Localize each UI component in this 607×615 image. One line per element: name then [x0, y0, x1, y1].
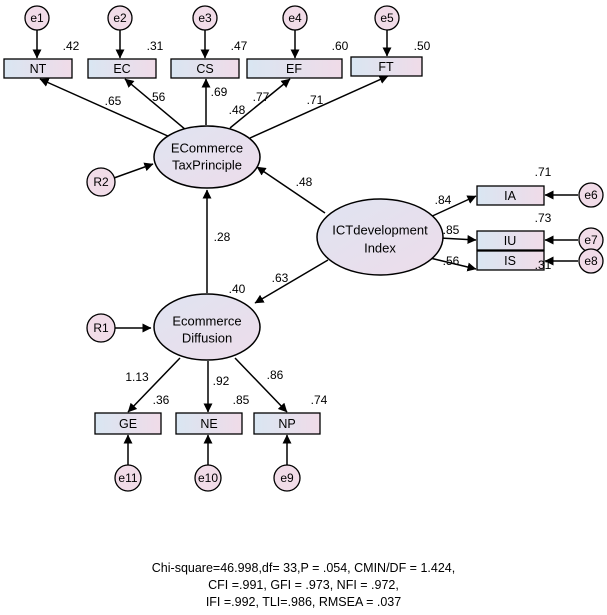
latent-tax-principle — [153, 125, 261, 189]
r2-IS: .31 — [535, 258, 552, 272]
error-label-e10: e10 — [198, 471, 218, 485]
r2-NP: .74 — [311, 393, 328, 407]
coef-tax-FT: .71 — [307, 93, 324, 107]
indicator-label-EC: EC — [113, 62, 130, 76]
error-circle-e6 — [578, 182, 604, 208]
r2-EC: .31 — [147, 39, 164, 53]
r2-IU: .73 — [535, 211, 552, 225]
r2-diff: .40 — [229, 282, 246, 296]
error-label-e3: e3 — [198, 11, 212, 25]
indicator-box-FT — [350, 56, 423, 77]
path-ict-diff — [254, 259, 329, 304]
indicator-label-NT: NT — [30, 62, 47, 76]
error-label-e6: e6 — [584, 188, 598, 202]
path-ict-tax — [256, 166, 326, 214]
error-circle-e10 — [194, 464, 222, 492]
indicator-label-IS: IS — [504, 254, 516, 268]
r2-NE: .85 — [233, 393, 250, 407]
indicator-label-EF: EF — [286, 62, 302, 76]
coef-tax-EC: .56 — [149, 90, 166, 104]
coef-ict-IA: .84 — [435, 193, 452, 207]
coef-diff-NP: .86 — [267, 368, 284, 382]
r2-tax: .48 — [229, 103, 246, 117]
fit-statistics-line-1: Chi-square=46.998,df= 33,P = .054, CMIN/… — [151, 561, 456, 575]
error-label-e5: e5 — [380, 11, 394, 25]
path-tax-FT — [249, 75, 389, 139]
latent-tax-label-line2: TaxPrinciple — [172, 158, 242, 173]
latent-ict-index — [316, 198, 444, 276]
path-diff-GE — [127, 357, 181, 413]
indicator-box-IS — [476, 250, 545, 271]
coef-diff-tax: .28 — [214, 230, 231, 244]
coef-tax-EF: .77 — [253, 90, 270, 104]
indicator-box-EF — [246, 58, 343, 79]
latent-ict-label-line2: Index — [364, 241, 396, 256]
latent-ict-label-line1: ICTdevelopment — [332, 223, 428, 238]
error-label-e1: e1 — [30, 11, 44, 25]
r2-CS: .47 — [231, 39, 248, 53]
residual-circle-R1 — [86, 313, 116, 343]
indicator-label-GE: GE — [119, 417, 137, 431]
path-tax-NT — [39, 78, 171, 138]
indicator-label-NE: NE — [200, 417, 217, 431]
r2-IA: .71 — [535, 165, 552, 179]
indicator-box-GE — [94, 412, 162, 435]
indicator-label-NP: NP — [278, 417, 295, 431]
r2-GE: .36 — [153, 393, 170, 407]
indicator-box-NT — [3, 58, 73, 79]
residual-circle-R2 — [86, 167, 116, 197]
path-R2-tax — [113, 162, 154, 179]
error-label-e8: e8 — [584, 254, 598, 268]
indicator-label-FT: FT — [378, 60, 394, 74]
fit-statistics-line-3: IFI =.992, TLI=.986, RMSEA = .037 — [205, 595, 402, 609]
path-ict-IS — [429, 257, 477, 272]
indicator-box-NE — [175, 412, 243, 435]
coef-ict-diff: .63 — [272, 271, 289, 285]
coef-diff-NE: .92 — [213, 374, 230, 388]
coef-diff-GE: 1.13 — [125, 370, 149, 384]
latent-diffusion — [153, 293, 261, 361]
r2-FT: .50 — [414, 39, 431, 53]
indicator-box-CS — [170, 58, 240, 79]
path-tax-EC — [124, 78, 187, 131]
error-circle-e2 — [107, 5, 133, 31]
indicator-box-IU — [476, 230, 545, 251]
error-circle-e3 — [192, 5, 218, 31]
error-label-e9: e9 — [280, 471, 294, 485]
error-circle-e5 — [374, 5, 400, 31]
fit-statistics-line-2: CFI =.991, GFI = .973, NFI = .972, — [208, 578, 399, 592]
error-circle-e11 — [114, 464, 142, 492]
error-circle-e4 — [282, 5, 308, 31]
latent-tax-label-line1: ECommerce — [171, 141, 243, 156]
error-label-e11: e11 — [118, 471, 137, 485]
indicator-box-IA — [476, 185, 545, 206]
latent-diff-label-line1: Ecommerce — [172, 314, 241, 329]
indicator-label-IU: IU — [504, 234, 517, 248]
error-circle-e9 — [273, 464, 301, 492]
indicator-box-EC — [87, 58, 157, 79]
path-ict-IU — [439, 235, 477, 245]
indicator-label-IA: IA — [504, 189, 516, 203]
indicator-label-CS: CS — [196, 62, 213, 76]
indicator-box-NP — [253, 412, 321, 435]
error-label-e7: e7 — [584, 233, 598, 247]
r2-NT: .42 — [63, 39, 80, 53]
coef-ict-IU: .85 — [443, 223, 460, 237]
path-ict-IA — [427, 195, 477, 219]
r2-EF: .60 — [332, 39, 349, 53]
coef-ict-IS: .56 — [443, 254, 460, 268]
error-circle-e8 — [578, 248, 604, 274]
coef-tax-NT: .65 — [105, 94, 122, 108]
path-diff-NP — [234, 357, 288, 413]
path-tax-EF — [229, 78, 291, 129]
residual-label-R2: R2 — [93, 175, 109, 189]
error-label-e2: e2 — [113, 11, 127, 25]
coef-ict-tax: .48 — [296, 175, 313, 189]
error-label-e4: e4 — [288, 11, 302, 25]
residual-label-R1: R1 — [93, 321, 109, 335]
error-circle-e1 — [24, 5, 50, 31]
coef-tax-CS: .69 — [211, 85, 228, 99]
latent-diff-label-line2: Diffusion — [182, 331, 232, 346]
